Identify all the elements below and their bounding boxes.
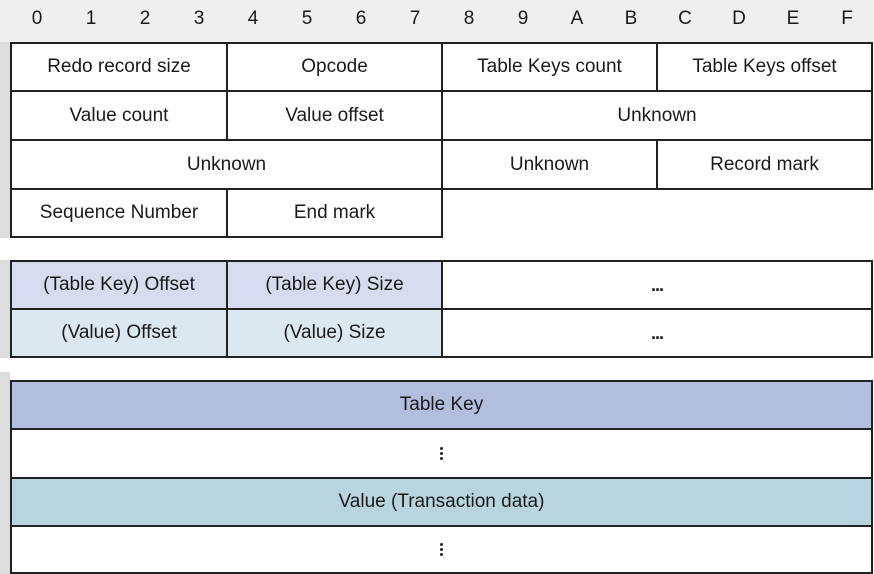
- vertical-ellipsis-icon: [440, 447, 443, 460]
- ruler-offset-1: 1: [85, 8, 97, 29]
- value-entry-size-field: (Value) Size: [226, 308, 443, 358]
- ruler-offset-3: 3: [193, 8, 205, 29]
- ruler-offset-0: 0: [31, 8, 43, 29]
- offset-ruler: 0 1 2 3 4 5 6 7 8 9 A B C D E F: [0, 0, 874, 42]
- value-count-field: Value count: [10, 90, 228, 141]
- record-mark-field: Record mark: [656, 139, 873, 190]
- ruler-offset-e: E: [786, 8, 800, 29]
- ruler-offset-2: 2: [139, 8, 151, 29]
- end-mark-field: End mark: [226, 188, 443, 238]
- table-key-offset-field: (Table Key) Offset: [10, 260, 228, 310]
- unknown-field-3: Unknown: [441, 139, 658, 190]
- vertical-ellipsis-icon: [440, 543, 443, 556]
- table-keys-offset-field: Table Keys offset: [656, 42, 873, 92]
- redo-record-size-field: Redo record size: [10, 42, 228, 92]
- ruler-offset-4: 4: [247, 8, 259, 29]
- entries-side-strip: [0, 260, 10, 358]
- ruler-offset-c: C: [678, 8, 692, 29]
- table-key-entries-ellipsis: ...: [441, 260, 873, 310]
- table-key-size-field: (Table Key) Size: [226, 260, 443, 310]
- value-entries-ellipsis: ...: [441, 308, 873, 358]
- table-keys-count-field: Table Keys count: [441, 42, 658, 92]
- value-continuation: [10, 525, 873, 574]
- table-key-continuation: [10, 428, 873, 479]
- ruler-offset-8: 8: [463, 8, 475, 29]
- ruler-offset-f: F: [841, 8, 853, 29]
- ruler-offset-a: A: [570, 8, 584, 29]
- ruler-offset-b: B: [624, 8, 638, 29]
- unknown-field-1: Unknown: [441, 90, 873, 141]
- value-transaction-data-band: Value (Transaction data): [10, 477, 873, 527]
- table-key-band: Table Key: [10, 380, 873, 430]
- ruler-offset-d: D: [732, 8, 746, 29]
- data-side-strip: [0, 372, 10, 574]
- opcode-field: Opcode: [226, 42, 443, 92]
- value-offset-field: Value offset: [226, 90, 443, 141]
- unknown-field-2: Unknown: [10, 139, 443, 190]
- ruler-offset-7: 7: [409, 8, 421, 29]
- value-entry-offset-field: (Value) Offset: [10, 308, 228, 358]
- ruler-offset-9: 9: [517, 8, 529, 29]
- header-side-strip: [0, 42, 10, 238]
- ruler-offset-5: 5: [301, 8, 313, 29]
- ruler-offset-6: 6: [355, 8, 367, 29]
- sequence-number-field: Sequence Number: [10, 188, 228, 238]
